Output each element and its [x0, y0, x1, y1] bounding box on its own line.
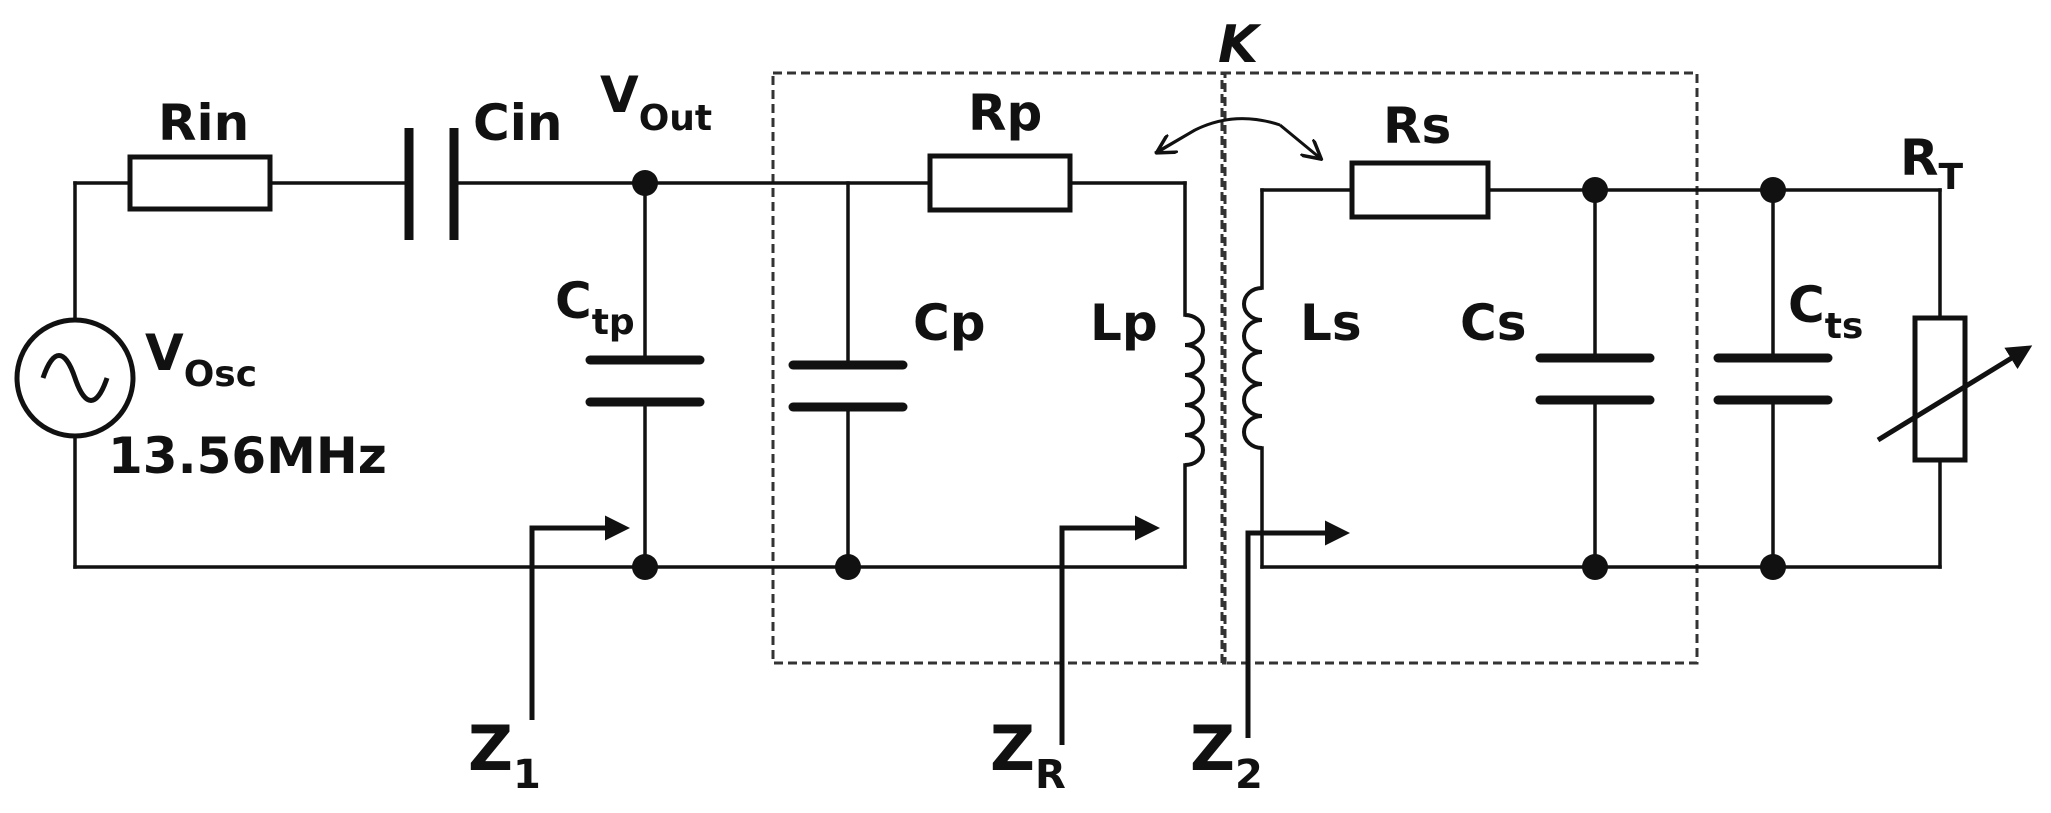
junction-dots [632, 170, 1786, 580]
label-rs: Rs [1383, 97, 1451, 155]
label-rt: RT [1900, 129, 1964, 198]
capacitor-cp [788, 360, 908, 412]
z1-arrow [529, 515, 630, 720]
label-rp: Rp [968, 84, 1042, 142]
resistor-rp [927, 153, 1073, 213]
capacitor-cin [404, 128, 459, 240]
label-rin: Rin [158, 94, 249, 152]
zr-arrow [1059, 515, 1160, 745]
label-frequency: 13.56MHz [108, 427, 387, 485]
inductor-lp [1184, 313, 1205, 467]
label-ls: Ls [1300, 294, 1362, 352]
inductor-ls [1242, 286, 1263, 450]
capacitor-cts [1713, 353, 1833, 405]
primary-coil-box [771, 71, 1227, 665]
resistor-rs [1349, 160, 1491, 220]
variable-resistor-rt [1876, 315, 2033, 463]
label-z1: Z1 [468, 712, 541, 798]
z2-arrow [1245, 520, 1350, 738]
label-vout: VOut [600, 66, 712, 139]
label-zr: ZR [990, 712, 1066, 798]
label-cin: Cin [473, 94, 562, 152]
label-cp: Cp [913, 294, 986, 352]
ac-source-icon [14, 317, 136, 439]
secondary-wires [1260, 188, 1942, 569]
capacitor-ctp [585, 355, 705, 407]
label-cts: Cts [1788, 276, 1863, 347]
label-k: K [1218, 15, 1262, 75]
coupling-k-arrow-left [1158, 128, 1196, 152]
capacitor-cs [1535, 353, 1655, 405]
label-lp: Lp [1090, 294, 1158, 352]
label-z2: Z2 [1190, 712, 1263, 798]
label-cs: Cs [1460, 294, 1526, 352]
secondary-coil-box [1220, 71, 1699, 665]
resistor-rin [127, 154, 273, 212]
label-vosc: VOsc [145, 324, 257, 395]
primary-wires [73, 181, 1187, 569]
label-ctp: Ctp [555, 272, 635, 343]
